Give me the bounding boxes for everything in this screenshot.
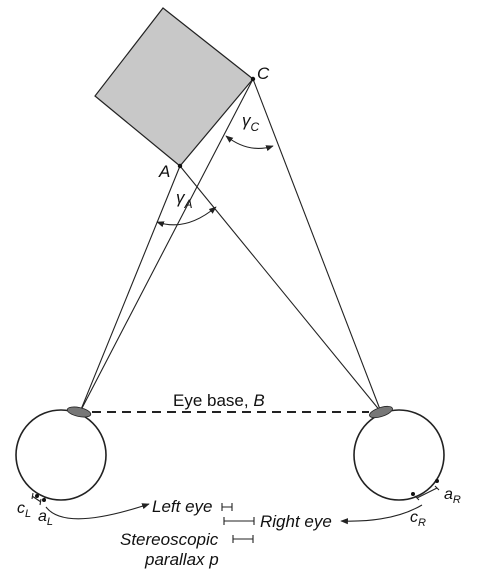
point-c-dot xyxy=(250,76,256,82)
label-c-right: cR xyxy=(410,509,426,529)
label-stereoscopic: Stereoscopic xyxy=(120,530,219,549)
left-eye-callout-arrow xyxy=(45,503,150,520)
right-retina-dot-c xyxy=(411,492,415,496)
parallax-bar xyxy=(232,535,254,543)
right-eye-lens xyxy=(369,405,393,419)
left-eye-globe xyxy=(15,409,107,501)
angle-arc-c xyxy=(225,135,274,152)
right-eye-bar xyxy=(223,517,255,525)
sight-line-right-to-a xyxy=(179,165,382,413)
label-c-left: cL xyxy=(17,500,31,520)
left-retina-dot-c xyxy=(35,494,39,498)
right-eye-globe xyxy=(353,409,445,501)
label-gamma-a: γA xyxy=(176,188,193,211)
point-a-dot xyxy=(177,163,183,169)
label-right-eye: Right eye xyxy=(260,512,332,531)
right-eye-callout-arrow xyxy=(340,504,423,525)
left-retina-bracket xyxy=(31,492,42,506)
label-gamma-c: γC xyxy=(242,111,260,134)
sight-line-left-to-c xyxy=(79,78,254,413)
label-left-eye: Left eye xyxy=(152,497,213,516)
object-square xyxy=(94,7,254,167)
label-a-right: aR xyxy=(444,486,461,506)
left-retina-dot-a xyxy=(42,498,46,502)
left-eye-lens xyxy=(66,406,92,418)
label-a-left: aL xyxy=(38,508,53,528)
label-point-c: C xyxy=(257,64,270,83)
left-eye-bar xyxy=(221,503,233,511)
sight-line-right-to-c xyxy=(252,78,382,413)
right-retina-bracket xyxy=(414,485,440,501)
label-point-a: A xyxy=(158,162,170,181)
angle-arc-a xyxy=(156,206,217,228)
label-eye-base: Eye base, B xyxy=(173,391,265,410)
right-retina-dot-a xyxy=(435,479,439,483)
label-parallax-p: parallax p xyxy=(144,550,219,569)
sight-line-left-to-a xyxy=(79,165,181,413)
